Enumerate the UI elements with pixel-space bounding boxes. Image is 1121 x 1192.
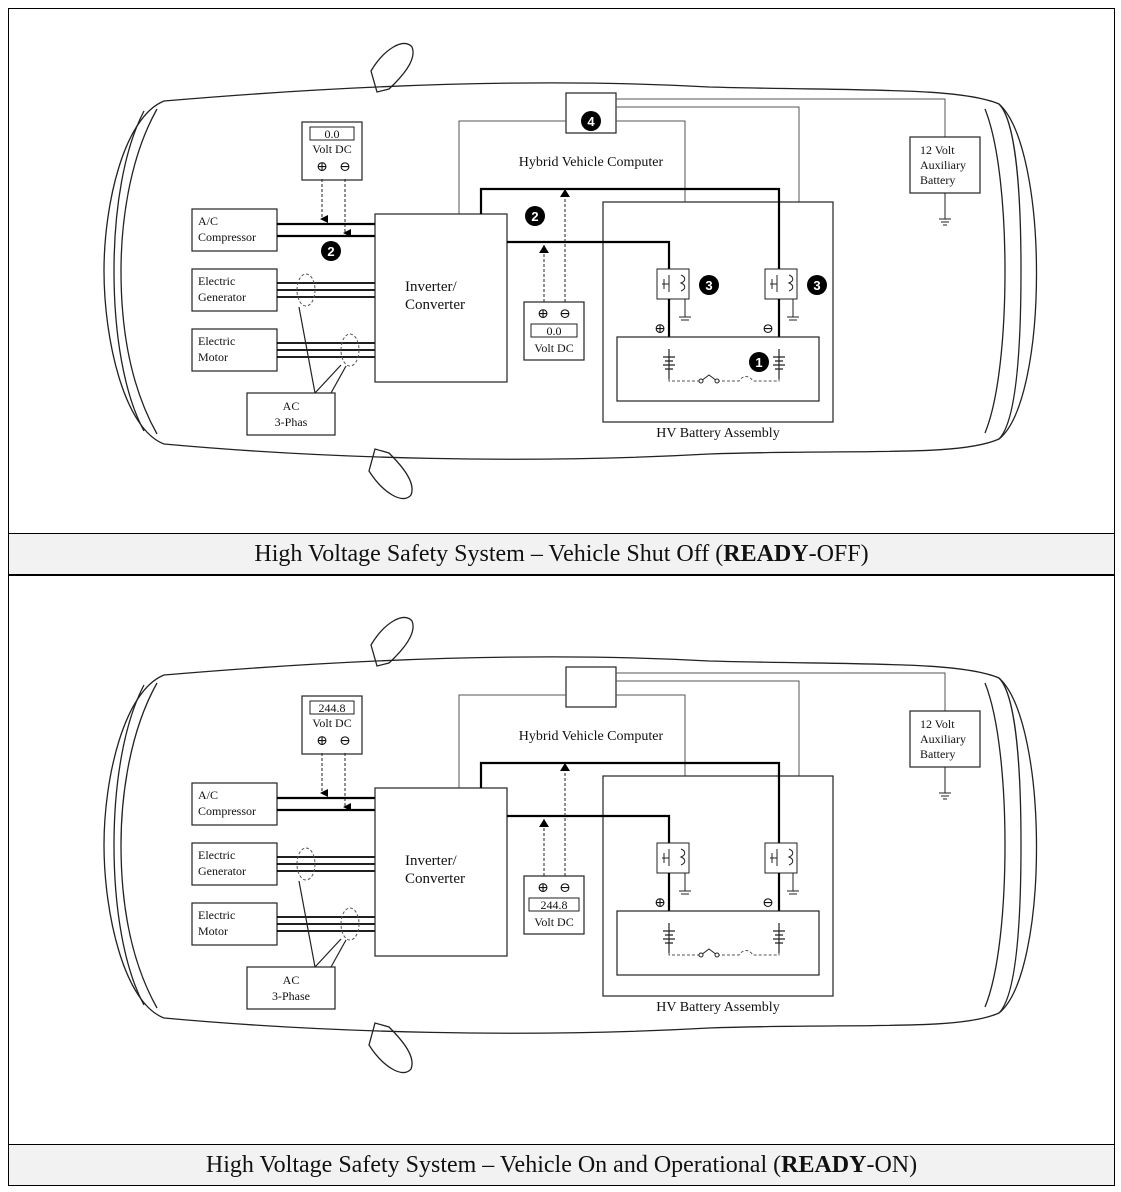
diagram-panel-ready-on: Hybrid Vehicle Computer 12 Volt Auxiliar…	[8, 575, 1115, 1186]
svg-text:Generator: Generator	[198, 864, 246, 878]
svg-text:Motor: Motor	[198, 924, 228, 938]
hv-battery-cells: ⊕ ⊖	[616, 322, 820, 402]
hv-battery-cells: ⊕ ⊖	[616, 896, 820, 976]
car-outline	[103, 42, 1038, 500]
svg-text:Electric: Electric	[198, 908, 235, 922]
ready-off-diagram: 4 Hybrid Vehicle Computer 12 Volt Auxili…	[103, 42, 1038, 500]
svg-text:12 Volt: 12 Volt	[920, 717, 955, 731]
computer-label: Hybrid Vehicle Computer	[519, 729, 664, 744]
svg-text:⊕: ⊕	[654, 322, 666, 337]
caption-ready-off: High Voltage Safety System – Vehicle Shu…	[9, 533, 1114, 574]
ac-three-phase-callout: AC 3-Phas	[246, 306, 347, 436]
ready-on-diagram: Hybrid Vehicle Computer 12 Volt Auxiliar…	[103, 616, 1038, 1074]
svg-text:Generator: Generator	[198, 290, 246, 304]
three-phase-lines	[277, 856, 375, 932]
svg-text:3: 3	[705, 278, 712, 293]
svg-text:2: 2	[531, 209, 538, 224]
voltmeter-mid-reading: 0.0	[547, 324, 562, 338]
callout-3-left: 3	[699, 275, 719, 295]
svg-text:⊕: ⊕	[537, 307, 549, 322]
callout-2-right: 2	[525, 206, 545, 226]
compressor-hv-lines	[277, 796, 375, 812]
voltmeter-top: 244.8 Volt DC ⊕ ⊖	[301, 695, 363, 811]
svg-text:12 Volt: 12 Volt	[920, 143, 955, 157]
svg-text:4: 4	[587, 114, 595, 129]
callout-4: 4	[581, 111, 601, 131]
electric-motor: Electric Motor	[191, 328, 278, 372]
svg-text:Auxiliary: Auxiliary	[920, 158, 966, 172]
svg-text:Converter: Converter	[405, 871, 465, 887]
svg-text:AC: AC	[283, 973, 300, 987]
ac-three-phase-callout: AC 3-Phase	[246, 880, 347, 1010]
svg-text:Electric: Electric	[198, 848, 235, 862]
svg-text:Volt DC: Volt DC	[312, 716, 351, 730]
caption-ready-on: High Voltage Safety System – Vehicle On …	[9, 1144, 1114, 1185]
computer-label: Hybrid Vehicle Computer	[519, 155, 664, 170]
hv-main-wires	[479, 187, 781, 269]
svg-text:2: 2	[327, 244, 334, 259]
svg-text:⊖: ⊖	[762, 322, 774, 337]
svg-text:⊕: ⊕	[654, 896, 666, 911]
aux-battery: 12 Volt Auxiliary Battery	[909, 710, 981, 800]
car-outline	[103, 616, 1038, 1074]
svg-text:⊖: ⊖	[762, 896, 774, 911]
svg-text:Inverter/: Inverter/	[405, 279, 457, 295]
svg-text:3-Phas: 3-Phas	[275, 415, 308, 429]
relay-negative	[764, 268, 799, 354]
callout-2-left: 2	[321, 241, 341, 261]
svg-text:⊖: ⊖	[339, 734, 351, 749]
svg-text:Motor: Motor	[198, 350, 228, 364]
ac-compressor: A/C Compressor	[191, 208, 278, 252]
voltmeter-top: 0.0 Volt DC ⊕ ⊖	[301, 121, 363, 237]
voltmeter-top-reading: 244.8	[319, 701, 346, 715]
hv-main-wires	[479, 761, 781, 843]
svg-text:Auxiliary: Auxiliary	[920, 732, 966, 746]
three-phase-lines	[277, 282, 375, 358]
electric-motor: Electric Motor	[191, 902, 278, 946]
svg-text:⊕: ⊕	[316, 160, 328, 175]
electric-generator: Electric Generator	[191, 842, 278, 886]
svg-text:Battery: Battery	[920, 747, 955, 761]
callout-1: 1	[749, 352, 769, 372]
voltmeter-mid: ⊕ ⊖ 244.8 Volt DC	[523, 763, 585, 935]
inverter-converter: Inverter/ Converter	[374, 213, 508, 383]
svg-text:Converter: Converter	[405, 297, 465, 313]
svg-text:Volt DC: Volt DC	[312, 142, 351, 156]
svg-text:⊖: ⊖	[339, 160, 351, 175]
ac-compressor: A/C Compressor	[191, 782, 278, 826]
svg-text:Electric: Electric	[198, 274, 235, 288]
svg-text:Volt DC: Volt DC	[534, 915, 573, 929]
svg-text:⊕: ⊕	[537, 881, 549, 896]
svg-text:A/C: A/C	[198, 788, 218, 802]
compressor-hv-lines	[277, 222, 375, 238]
svg-text:1: 1	[755, 355, 762, 370]
svg-text:Compressor: Compressor	[198, 230, 256, 244]
svg-text:3: 3	[813, 278, 820, 293]
electric-generator: Electric Generator	[191, 268, 278, 312]
voltmeter-mid-reading: 244.8	[541, 898, 568, 912]
svg-text:⊖: ⊖	[559, 881, 571, 896]
hv-battery-label: HV Battery Assembly	[656, 1000, 779, 1015]
aux-battery: 12 Volt Auxiliary Battery	[909, 136, 981, 226]
hv-battery-label: HV Battery Assembly	[656, 426, 779, 441]
svg-text:Electric: Electric	[198, 334, 235, 348]
svg-text:⊕: ⊕	[316, 734, 328, 749]
inverter-converter: Inverter/ Converter	[374, 787, 508, 957]
svg-text:⊖: ⊖	[559, 307, 571, 322]
svg-text:Battery: Battery	[920, 173, 955, 187]
voltmeter-mid: ⊕ ⊖ 0.0 Volt DC	[523, 189, 585, 361]
svg-text:Volt DC: Volt DC	[534, 341, 573, 355]
relay-positive	[656, 842, 691, 928]
hybrid-vehicle-computer-box	[565, 666, 617, 708]
relay-negative	[764, 842, 799, 928]
svg-text:A/C: A/C	[198, 214, 218, 228]
callout-3-right: 3	[807, 275, 827, 295]
svg-text:3-Phase: 3-Phase	[272, 989, 310, 1003]
diagram-panel-ready-off: 4 Hybrid Vehicle Computer 12 Volt Auxili…	[8, 8, 1115, 575]
svg-text:Compressor: Compressor	[198, 804, 256, 818]
svg-text:Inverter/: Inverter/	[405, 853, 457, 869]
svg-text:AC: AC	[283, 399, 300, 413]
voltmeter-top-reading: 0.0	[325, 127, 340, 141]
